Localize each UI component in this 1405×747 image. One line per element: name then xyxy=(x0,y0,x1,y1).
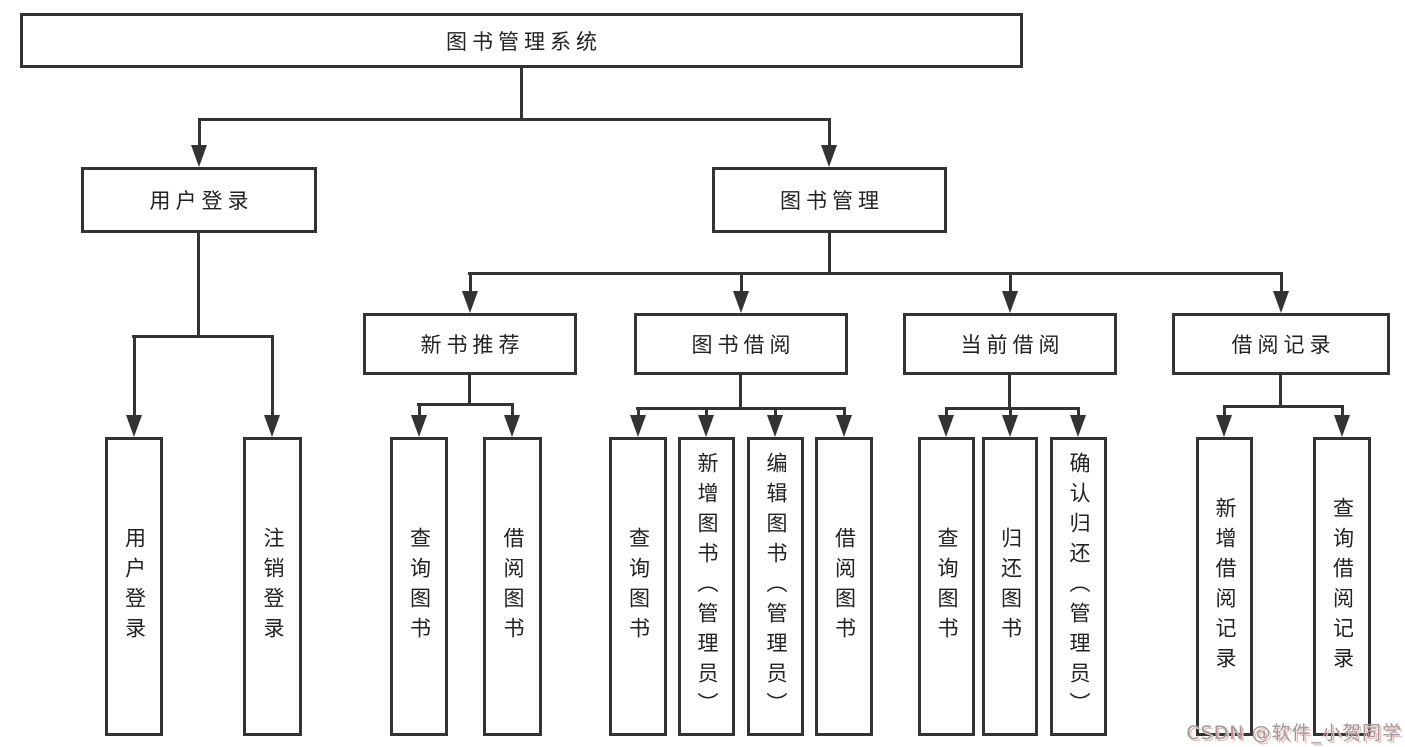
leaf-query-books-current: 查询图书 xyxy=(918,437,975,736)
leaf-add-borrow-record: 新增借阅记录 xyxy=(1196,437,1253,736)
connector-arrow-stem xyxy=(1077,407,1080,417)
leaf-query-books-borrow: 查询图书 xyxy=(609,437,667,736)
leaf-user-login: 用户登录 xyxy=(105,437,163,736)
connector-arrow-stem xyxy=(1009,272,1012,293)
connector-arrow-stem xyxy=(1223,405,1226,417)
arrow-down-icon xyxy=(630,415,646,437)
connector-arrow-stem xyxy=(1009,407,1012,417)
connector-vline xyxy=(197,233,200,338)
node-book-borrow: 图书借阅 xyxy=(634,313,848,375)
arrow-down-icon xyxy=(836,415,852,437)
connector-arrow-stem xyxy=(1341,405,1344,417)
leaf-edit-book-admin: 编辑图书（管理员） xyxy=(747,437,804,736)
arrow-down-icon xyxy=(1273,291,1289,313)
leaf-add-book-admin: 新增图书（管理员） xyxy=(678,437,735,736)
leaf-query-books-recommend: 查询图书 xyxy=(390,437,448,736)
connector-arrow-stem xyxy=(271,335,274,417)
node-root-library-system: 图书管理系统 xyxy=(20,13,1023,68)
connector-arrow-stem xyxy=(511,403,514,417)
arrow-down-icon xyxy=(1070,415,1086,437)
connector-vline xyxy=(1008,375,1011,410)
connector-arrow-stem xyxy=(945,407,948,417)
arrow-down-icon xyxy=(191,145,207,167)
arrow-down-icon xyxy=(767,415,783,437)
csdn-watermark: CSDN @软件_小贺同学 xyxy=(1186,722,1402,744)
connector-hline xyxy=(636,407,846,410)
connector-arrow-stem xyxy=(1280,272,1283,293)
connector-arrow-stem xyxy=(469,272,472,293)
arrow-down-icon xyxy=(821,145,837,167)
arrow-down-icon xyxy=(264,415,280,437)
arrow-down-icon xyxy=(126,415,142,437)
arrow-down-icon xyxy=(938,415,954,437)
leaf-logout: 注销登录 xyxy=(243,437,302,736)
leaf-return-book: 归还图书 xyxy=(982,437,1038,736)
connector-hline xyxy=(945,407,1080,410)
arrow-down-icon xyxy=(1216,415,1232,437)
node-user-login: 用户登录 xyxy=(81,167,317,233)
connector-arrow-stem xyxy=(133,335,136,417)
connector-vline xyxy=(520,68,523,121)
connector-arrow-stem xyxy=(774,407,777,417)
connector-vline xyxy=(739,375,742,410)
connector-hline xyxy=(468,272,1281,275)
connector-hline xyxy=(1223,405,1344,408)
connector-vline xyxy=(1279,375,1282,408)
node-new-book-recommend: 新书推荐 xyxy=(363,313,577,375)
node-borrow-records: 借阅记录 xyxy=(1172,313,1390,375)
arrow-down-icon xyxy=(411,415,427,437)
connector-arrow-stem xyxy=(705,407,708,417)
leaf-confirm-return-admin: 确认归还（管理员） xyxy=(1050,437,1107,736)
connector-vline xyxy=(468,375,471,406)
connector-arrow-stem xyxy=(740,272,743,293)
connector-arrow-stem xyxy=(418,403,421,417)
leaf-borrow-books: 借阅图书 xyxy=(815,437,873,736)
leaf-borrow-books-recommend: 借阅图书 xyxy=(483,437,542,736)
connector-arrow-stem xyxy=(637,407,640,417)
arrow-down-icon xyxy=(1002,291,1018,313)
arrow-down-icon xyxy=(504,415,520,437)
arrow-down-icon xyxy=(1334,415,1350,437)
node-current-borrow: 当前借阅 xyxy=(903,313,1117,375)
node-book-management: 图书管理 xyxy=(712,167,947,233)
connector-arrow-stem xyxy=(828,118,831,147)
leaf-query-borrow-record: 查询借阅记录 xyxy=(1313,437,1371,736)
connector-hline xyxy=(417,403,514,406)
arrow-down-icon xyxy=(462,291,478,313)
connector-hline xyxy=(198,118,831,121)
arrow-down-icon xyxy=(733,291,749,313)
connector-arrow-stem xyxy=(843,407,846,417)
arrow-down-icon xyxy=(698,415,714,437)
connector-arrow-stem xyxy=(198,118,201,147)
arrow-down-icon xyxy=(1002,415,1018,437)
connector-hline xyxy=(132,335,274,338)
connector-vline xyxy=(828,233,831,275)
